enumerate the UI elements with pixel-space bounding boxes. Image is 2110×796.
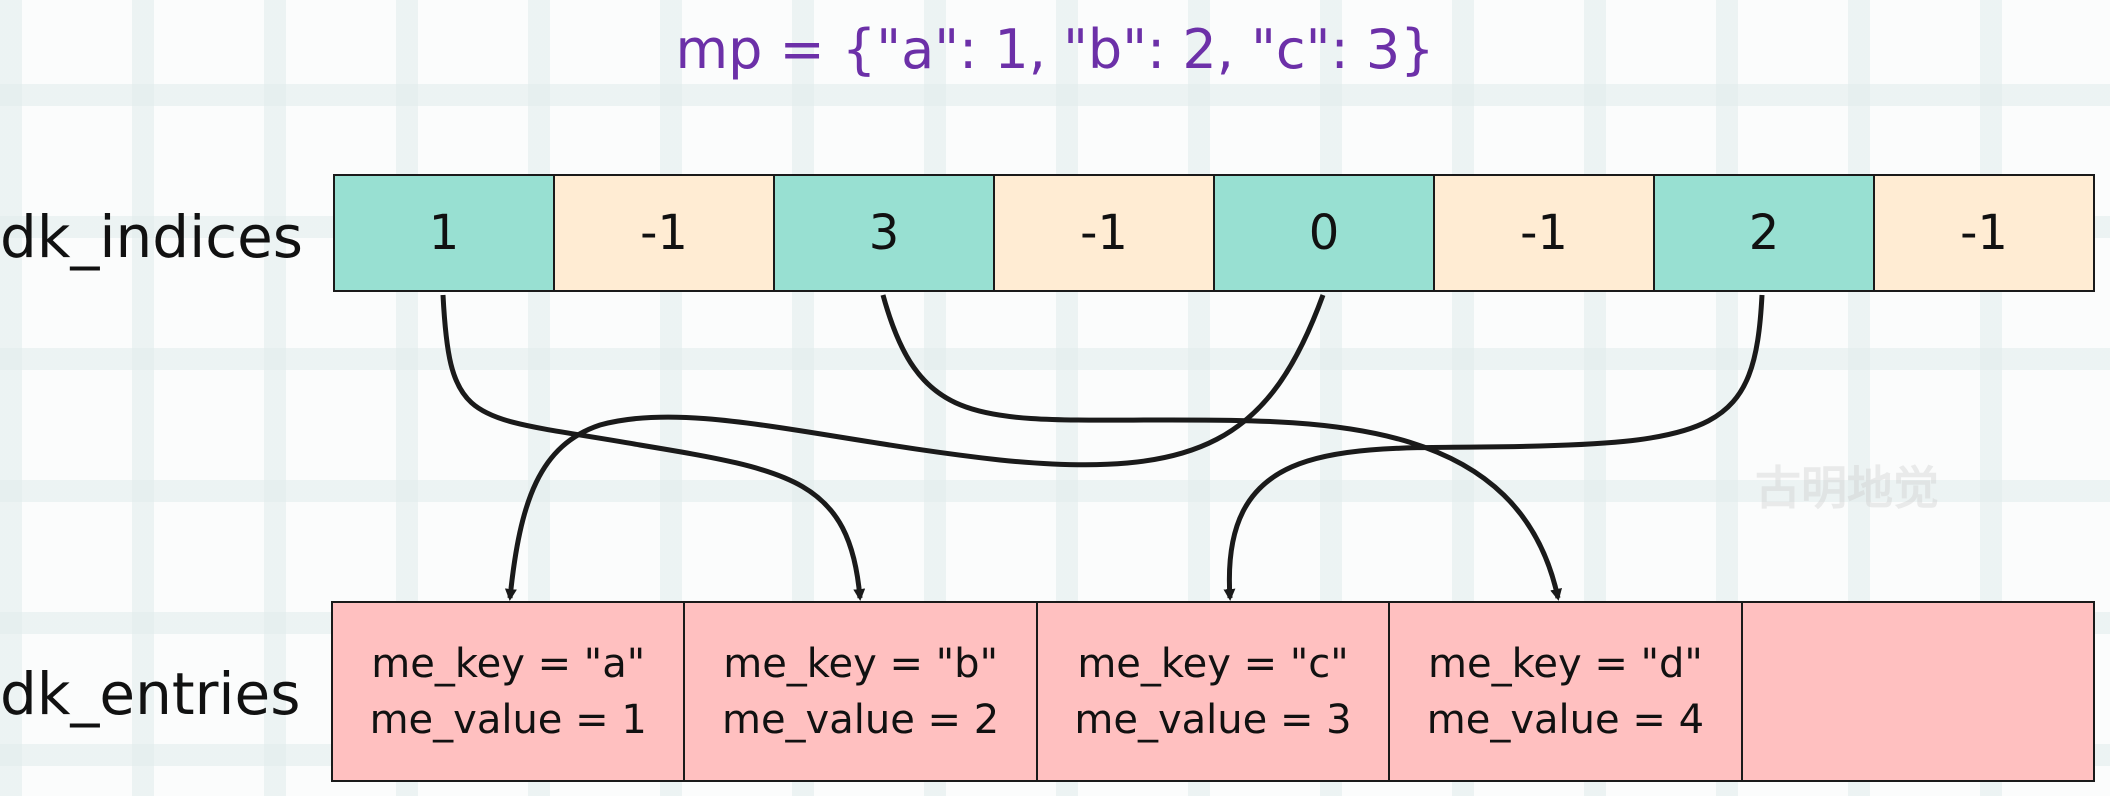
indices-array: 1 -1 3 -1 0 -1 2 -1: [333, 174, 2095, 292]
entry-0: me_key = "a" me_value = 1: [333, 603, 686, 780]
entry-value: me_value = 1: [369, 696, 647, 743]
arrow-slot0-to-entry1: [440, 294, 866, 601]
index-slot-5: -1: [1435, 176, 1655, 290]
entry-2: me_key = "c" me_value = 3: [1038, 603, 1391, 780]
diagram-title: mp = {"a": 1, "b": 2, "c": 3}: [675, 18, 1435, 81]
arrow-slot4-to-entry0: [504, 294, 1326, 601]
entries-array: me_key = "a" me_value = 1 me_key = "b" m…: [331, 601, 2095, 782]
index-slot-7: -1: [1875, 176, 2093, 290]
entry-key: me_key = "b": [723, 640, 998, 687]
index-slot-2: 3: [775, 176, 995, 290]
entry-4-empty: [1743, 603, 2093, 780]
entry-key: me_key = "a": [371, 640, 646, 687]
entry-value: me_value = 3: [1074, 696, 1352, 743]
index-slot-4: 0: [1215, 176, 1435, 290]
entry-1: me_key = "b" me_value = 2: [685, 603, 1038, 780]
entries-label: dk_entries: [0, 660, 301, 728]
indices-label: dk_indices: [0, 203, 303, 271]
entry-3: me_key = "d" me_value = 4: [1390, 603, 1743, 780]
index-slot-1: -1: [555, 176, 775, 290]
entry-key: me_key = "d": [1428, 640, 1703, 687]
entry-value: me_value = 2: [721, 696, 1000, 743]
index-slot-3: -1: [995, 176, 1215, 290]
index-slot-6: 2: [1655, 176, 1875, 290]
entry-value: me_value = 4: [1426, 696, 1705, 743]
watermark: 古明地觉: [1755, 461, 1939, 515]
arrow-slot2-to-entry3: [880, 294, 1562, 601]
index-slot-0: 1: [335, 176, 555, 290]
entry-key: me_key = "c": [1077, 640, 1349, 687]
arrow-slot6-to-entry2: [1223, 294, 1765, 601]
